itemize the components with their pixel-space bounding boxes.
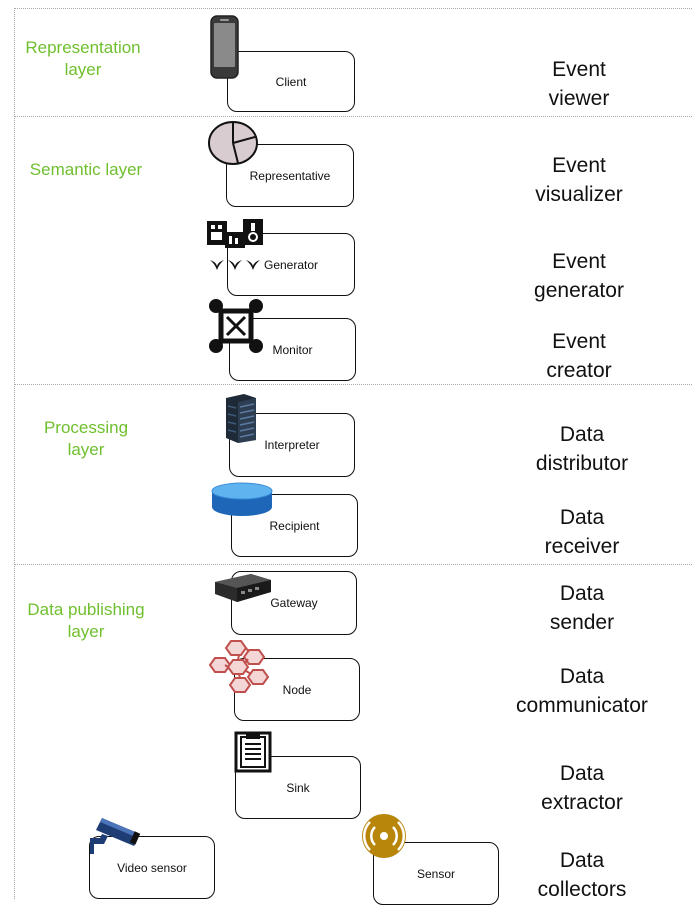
smartphone-icon <box>210 15 239 79</box>
role-data-sender: Data sender <box>549 582 615 634</box>
layer-label-data-publishing: Data publishing layer <box>27 600 145 641</box>
document-icon <box>234 731 272 773</box>
network-monitor-icon <box>209 299 263 353</box>
interpreter-box: Interpreter <box>229 413 355 477</box>
role-event-visualizer: Event visualizer <box>535 154 623 206</box>
role-event-viewer: Event viewer <box>548 58 610 110</box>
layer-label-semantic: Semantic layer <box>29 160 143 179</box>
wireless-sensor-icon <box>362 814 406 858</box>
role-data-communicator: Data communicator <box>516 665 648 717</box>
server-rack-icon <box>226 394 256 443</box>
client-box: Client <box>227 51 355 112</box>
node-box: Node <box>234 658 360 721</box>
pie-chart-icon <box>208 121 258 165</box>
gateway-device-icon <box>215 574 271 602</box>
role-data-receiver: Data receiver <box>544 506 620 558</box>
database-icon <box>211 482 273 516</box>
layer-divider-processing <box>14 384 692 385</box>
layer-divider-semantic <box>14 116 692 117</box>
role-event-creator: Event creator <box>546 330 612 382</box>
top-divider <box>14 8 692 9</box>
left-border <box>14 8 15 899</box>
security-camera-icon <box>90 818 141 854</box>
role-data-collectors: Data collectors <box>537 849 627 901</box>
layer-divider-data-publishing <box>14 564 692 565</box>
role-data-extractor: Data extractor <box>541 762 623 814</box>
layer-label-processing: Processing layer <box>43 418 129 459</box>
role-data-distributor: Data distributor <box>535 423 629 475</box>
sink-box: Sink <box>235 756 361 819</box>
role-event-generator: Event generator <box>534 250 624 302</box>
layer-label-representation: Representation layer <box>25 38 141 79</box>
network-node-icon <box>209 640 270 693</box>
devices-icon <box>207 219 263 270</box>
